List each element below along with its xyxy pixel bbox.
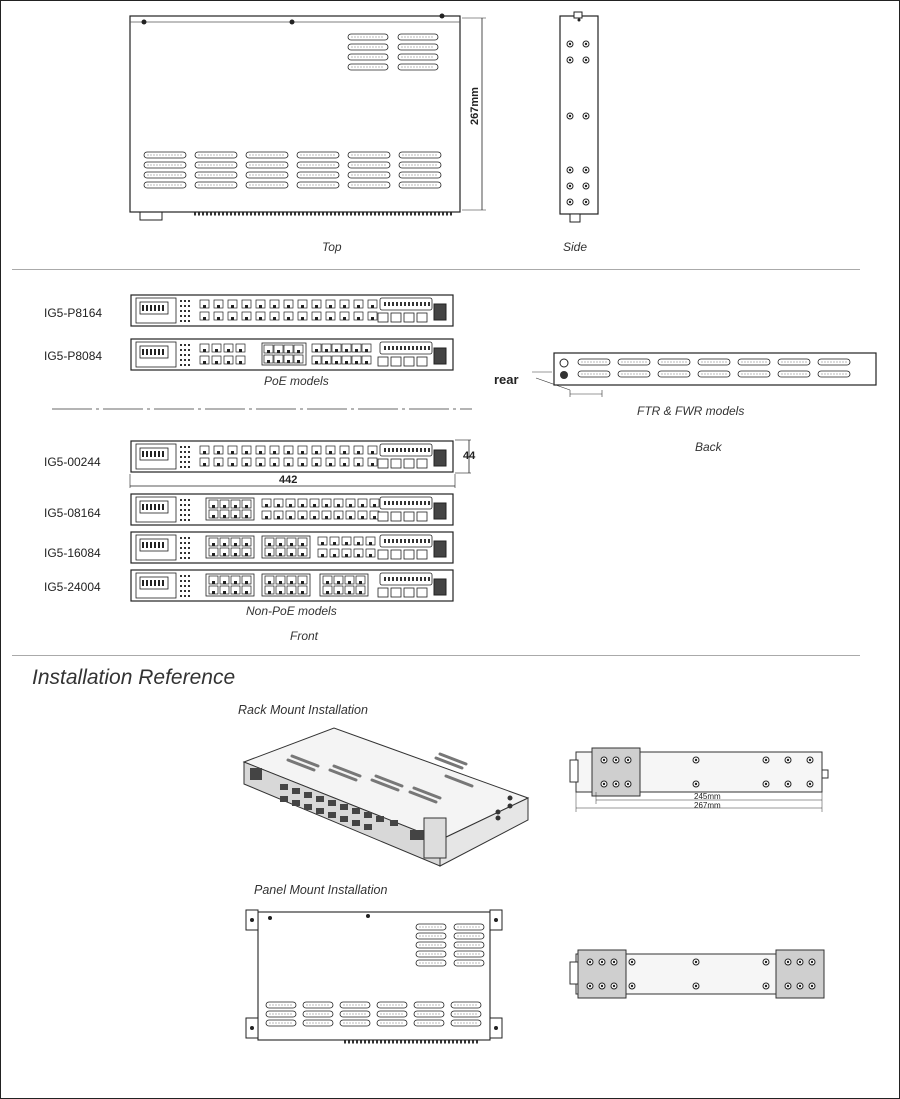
divider-top: [12, 269, 860, 270]
panel-p8164: [130, 294, 454, 327]
rack-dim-245-label: 245mm: [694, 792, 721, 801]
panel-00244: [130, 440, 454, 473]
front-caption: Front: [290, 629, 319, 643]
panel-p8084: [130, 338, 454, 371]
height-dimension: [455, 439, 471, 474]
divider-bottom: [12, 655, 860, 656]
width-dimension-label: 442: [279, 474, 298, 486]
back-models-caption: FTR & FWR models: [637, 404, 745, 418]
model-label-p8164: IG5-P8164: [44, 306, 103, 320]
rack-mount-title: Rack Mount Installation: [238, 703, 368, 717]
panel-mount-title: Panel Mount Installation: [254, 883, 388, 897]
model-label-p8084: IG5-P8084: [44, 349, 103, 363]
model-label-08164: IG5-08164: [44, 506, 101, 520]
nonpoe-models-caption: Non-PoE models: [246, 604, 337, 618]
rack-mount-isometric: [242, 727, 530, 867]
model-label-24004: IG5-24004: [44, 580, 101, 594]
panel-16084: [130, 531, 454, 564]
side-view-drawing: [559, 11, 599, 223]
model-label-16084: IG5-16084: [44, 546, 101, 560]
top-view-drawing: [129, 13, 486, 221]
model-label-00244: IG5-00244: [44, 455, 101, 469]
rear-label: rear: [494, 372, 519, 387]
poe-models-caption: PoE models: [264, 374, 329, 388]
rack-dim-267-label: 267mm: [694, 801, 721, 810]
top-view-caption: Top: [322, 240, 342, 254]
side-view-caption: Side: [563, 240, 588, 254]
dash-separator: [52, 408, 472, 410]
installation-heading: Installation Reference: [32, 666, 236, 689]
back-caption: Back: [695, 440, 722, 454]
height-dimension-label: 44: [463, 450, 476, 462]
rack-mount-side-bracket: [569, 747, 829, 812]
width-dimension: [129, 474, 456, 488]
panel-mount-top-view: [245, 909, 503, 1044]
depth-dimension-label: 267mm: [469, 87, 481, 125]
panel-mount-side-bracket: [569, 949, 825, 999]
panel-24004: [130, 569, 454, 602]
back-view-drawing: [532, 352, 877, 397]
panel-08164: [130, 493, 454, 526]
